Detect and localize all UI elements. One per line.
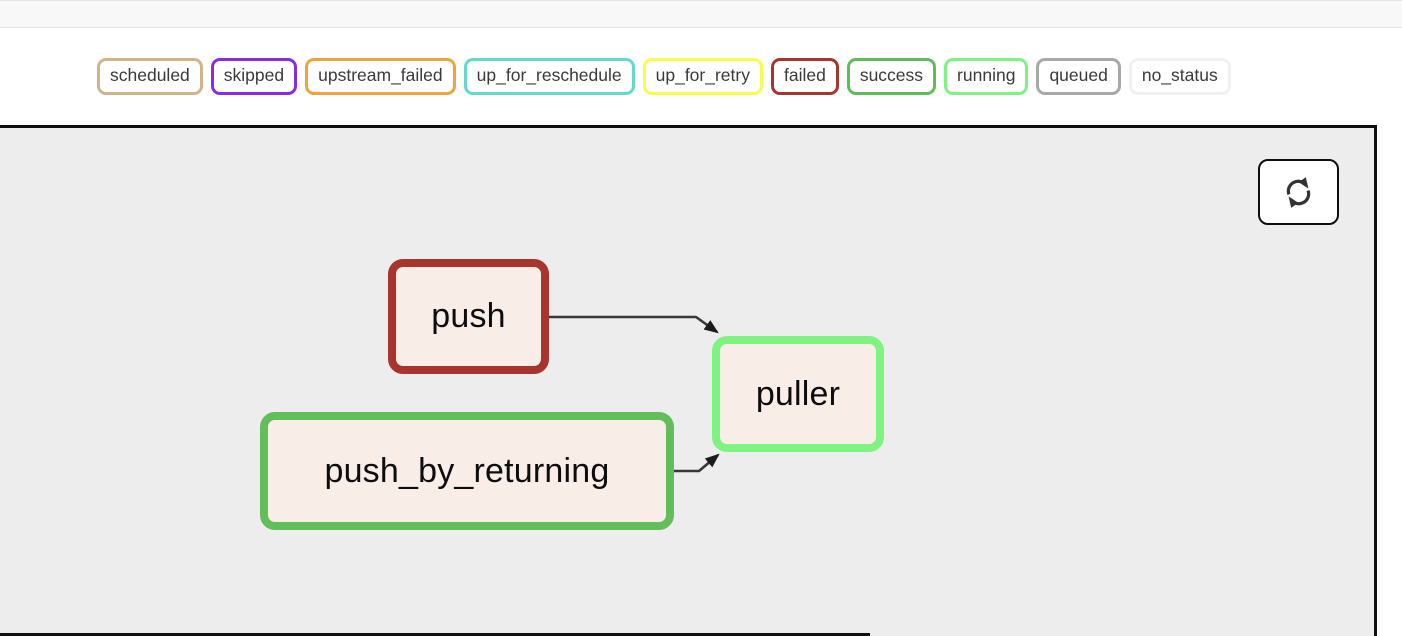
edges-layer [549, 315, 720, 473]
legend-pill-label: no_status [1141, 65, 1218, 86]
task-node-label: puller [755, 374, 841, 413]
legend-pill-label: queued [1049, 65, 1108, 86]
legend-pill-label: success [859, 65, 924, 86]
legend-pill-label: running [957, 65, 1016, 86]
legend-pill-up_for_reschedule: up_for_reschedule [463, 58, 635, 95]
legend-pill-label: failed [783, 65, 826, 86]
dag-graph-canvas[interactable]: push puller push_by_returning [0, 125, 1377, 636]
task-node-label: push_by_returning [324, 451, 610, 490]
task-node-push_by_returning[interactable]: push_by_returning [260, 412, 674, 530]
legend-pill-success: success [846, 58, 937, 95]
task-node-push[interactable]: push [388, 259, 549, 374]
legend-pill-label: upstream_failed [318, 65, 443, 86]
legend-pill-up_for_retry: up_for_retry [642, 58, 763, 95]
refresh-icon [1283, 176, 1314, 208]
legend-pill-no_status: no_status [1128, 58, 1231, 95]
legend-pill-queued: queued [1036, 58, 1121, 95]
edge-push_by_returning-to-puller [674, 453, 720, 473]
legend-pill-label: skipped [223, 65, 285, 86]
edge-push-to-puller [549, 315, 719, 334]
legend-pill-scheduled: scheduled [97, 58, 203, 95]
legend-pill-upstream_failed: upstream_failed [305, 58, 456, 95]
task-node-puller[interactable]: puller [712, 336, 884, 452]
status-legend: scheduled skipped upstream_failed up_for_re… [0, 28, 1402, 125]
panel-bottom-border [0, 633, 870, 636]
legend-pill-label: up_for_retry [655, 65, 750, 86]
legend-pill-running: running [944, 58, 1029, 95]
refresh-button[interactable] [1258, 159, 1339, 225]
legend-pill-label: scheduled [110, 65, 190, 86]
legend-pill-failed: failed [770, 58, 839, 95]
top-strip [0, 0, 1402, 28]
legend-pill-skipped: skipped [210, 58, 298, 95]
task-node-label: push [431, 297, 506, 335]
legend-pill-label: up_for_reschedule [476, 65, 622, 86]
